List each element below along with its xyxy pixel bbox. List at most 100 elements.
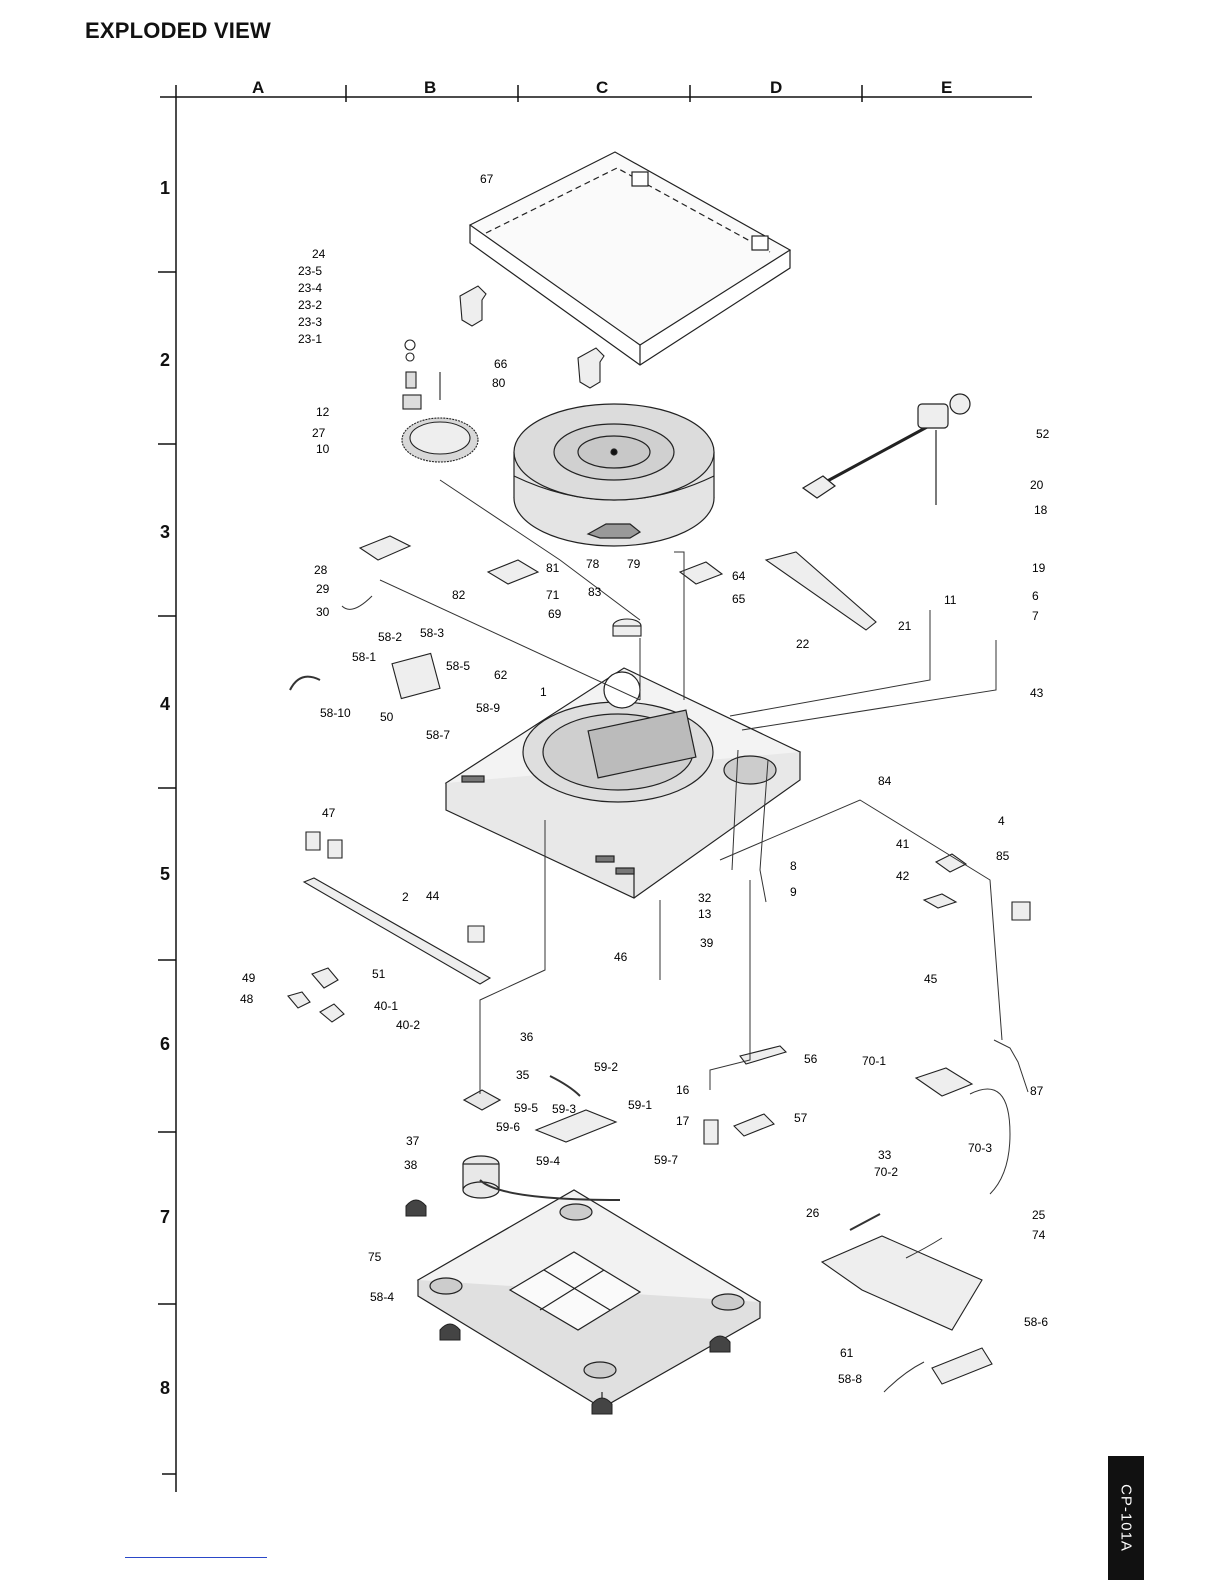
part-label: 59-1 [628, 1098, 652, 1112]
part-label: 2 [402, 890, 409, 904]
part-label: 42 [896, 869, 910, 883]
part-label: 58-5 [446, 659, 470, 673]
part-label: 58-10 [320, 706, 351, 720]
part-label: 69 [548, 607, 562, 621]
part-label: 59-7 [654, 1153, 678, 1167]
grid-row-5: 5 [160, 864, 171, 884]
part-label: 58-6 [1024, 1315, 1048, 1329]
tonearm [801, 393, 971, 505]
part-label: 27 [312, 426, 326, 440]
part-label: 83 [588, 585, 602, 599]
part-label: 36 [520, 1030, 534, 1044]
part-label: 66 [494, 357, 508, 371]
motor [462, 1089, 502, 1199]
part-label: 23-1 [298, 332, 322, 346]
foot-parts [405, 1199, 731, 1415]
assembly-guide-lines [289, 479, 1029, 1393]
part-label: 70-2 [874, 1165, 898, 1179]
part-label: 59-4 [536, 1154, 560, 1168]
part-label: 58-3 [420, 626, 444, 640]
part-label: 40-2 [396, 1018, 420, 1032]
part-label: 16 [676, 1083, 690, 1097]
model-label: CP-101A [1117, 1484, 1135, 1552]
grid-column-d: D [770, 78, 783, 97]
grid-row-7: 7 [160, 1207, 171, 1227]
part-label: 67 [480, 172, 494, 186]
part-label: 70-1 [862, 1054, 886, 1068]
page-title: EXPLODED VIEW [85, 18, 271, 43]
part-label: 59-2 [594, 1060, 618, 1074]
part-label: 81 [546, 561, 560, 575]
part-label: 32 [698, 891, 712, 905]
part-label: 23-4 [298, 281, 322, 295]
turntable-platter [513, 403, 715, 547]
part-label: 65 [732, 592, 746, 606]
part-label: 44 [426, 889, 440, 903]
grid-column-a: A [252, 78, 265, 97]
grid-row-8: 8 [160, 1378, 171, 1398]
part-label: 21 [898, 619, 912, 633]
part-label: 59-3 [552, 1102, 576, 1116]
part-label: 85 [996, 849, 1010, 863]
grid-row-4: 4 [160, 694, 171, 714]
part-label: 57 [794, 1111, 808, 1125]
part-label: 79 [627, 557, 641, 571]
part-label: 29 [316, 582, 330, 596]
grid-row-3: 3 [160, 522, 171, 542]
part-label: 23-2 [298, 298, 322, 312]
part-label: 37 [406, 1134, 420, 1148]
part-label: 74 [1032, 1228, 1046, 1242]
part-label: 11 [944, 593, 957, 607]
part-callout-labels: 672423-523-423-223-323-16680122710522018… [240, 172, 1050, 1386]
part-label: 9 [790, 885, 797, 899]
part-label: 59-5 [514, 1101, 538, 1115]
part-label: 43 [1030, 686, 1044, 700]
part-label: 58-7 [426, 728, 450, 742]
plinth [444, 667, 802, 899]
part-label: 70-3 [968, 1141, 992, 1155]
part-label: 40-1 [374, 999, 398, 1013]
part-label: 1 [540, 685, 547, 699]
part-label: 24 [312, 247, 326, 261]
part-label: 51 [372, 967, 386, 981]
part-label: 23-3 [298, 315, 322, 329]
part-label: 59-6 [496, 1120, 520, 1134]
part-label: 41 [896, 837, 910, 851]
part-label: 56 [804, 1052, 818, 1066]
part-label: 58-8 [838, 1372, 862, 1386]
part-label: 38 [404, 1158, 418, 1172]
grid-row-2: 2 [160, 350, 171, 370]
part-label: 30 [316, 605, 330, 619]
part-label: 46 [614, 950, 628, 964]
part-label: 71 [546, 588, 560, 602]
dust-cover [468, 151, 792, 366]
part-label: 22 [796, 637, 810, 651]
part-label: 58-2 [378, 630, 402, 644]
part-label: 10 [316, 442, 330, 456]
grid-column-c: C [596, 78, 609, 97]
small-parts [287, 535, 1031, 1385]
part-label: 62 [494, 668, 508, 682]
part-label: 23-5 [298, 264, 322, 278]
grid-column-b: B [424, 78, 437, 97]
part-label: 64 [732, 569, 746, 583]
part-label: 87 [1030, 1084, 1044, 1098]
part-label: 49 [242, 971, 256, 985]
part-label: 52 [1036, 427, 1050, 441]
part-label: 75 [368, 1250, 382, 1264]
part-label: 80 [492, 376, 506, 390]
part-label: 17 [676, 1114, 690, 1128]
model-badge: CP-101A [1108, 1456, 1144, 1580]
part-label: 19 [1032, 561, 1046, 575]
part-label: 4 [998, 814, 1005, 828]
grid-row-6: 6 [160, 1034, 171, 1054]
part-label: 13 [698, 907, 712, 921]
hinge-parts [459, 285, 605, 389]
part-label: 78 [586, 557, 600, 571]
part-label: 28 [314, 563, 328, 577]
part-label: 18 [1034, 503, 1048, 517]
part-label: 58-1 [352, 650, 376, 664]
base-plate [416, 1189, 762, 1409]
part-label: 25 [1032, 1208, 1046, 1222]
